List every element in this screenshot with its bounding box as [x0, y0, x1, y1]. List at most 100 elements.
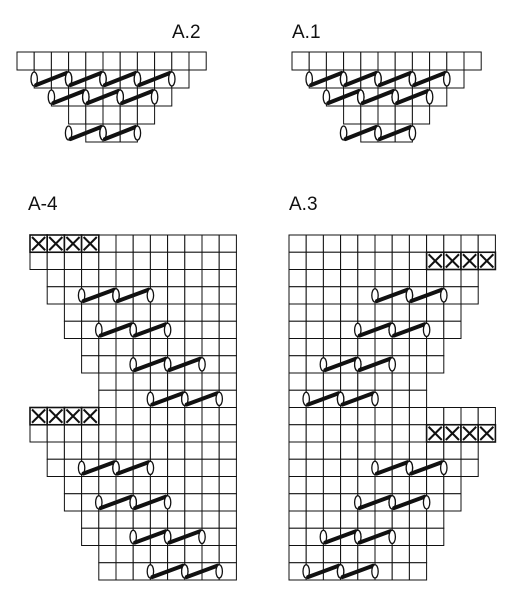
grid-cell	[46, 458, 65, 477]
grid-cell	[119, 105, 138, 125]
grid-cell	[322, 372, 342, 391]
grid-cell	[201, 234, 220, 253]
grid-cell	[443, 303, 462, 322]
cable-stroke	[343, 71, 378, 87]
grid-cell	[408, 510, 428, 529]
grid-cell	[391, 303, 410, 322]
grid-cell	[102, 51, 121, 71]
grid-cell	[149, 476, 169, 495]
grid-cell	[218, 493, 237, 512]
grid-cell	[340, 338, 359, 357]
grid-cell	[443, 320, 462, 339]
grid-cell	[426, 303, 445, 322]
grid-cell	[411, 51, 431, 71]
grid-cell	[132, 269, 151, 288]
grid-cell	[218, 234, 237, 253]
grid-cell	[132, 545, 151, 564]
cable-stroke	[81, 287, 116, 303]
grid-cell	[98, 303, 117, 322]
grid-cell	[374, 303, 393, 322]
grid-cell	[81, 510, 100, 529]
cable-stroke	[116, 287, 151, 303]
grid-cell	[391, 372, 410, 391]
chart-label-a3: A.3	[289, 194, 318, 215]
cable-stroke	[85, 89, 121, 105]
grid-cell	[391, 510, 410, 529]
grid-cell	[29, 251, 48, 270]
chart-a4	[29, 234, 237, 581]
grid-cell	[322, 476, 342, 495]
cable-stroke	[357, 356, 393, 372]
grid-cell	[149, 510, 169, 529]
grid-cell	[288, 545, 307, 564]
grid-cell	[374, 510, 393, 529]
cable-oval	[180, 391, 189, 407]
grid-cell	[115, 303, 134, 322]
x-marker-stroke	[427, 253, 443, 269]
grid-cell	[184, 303, 203, 322]
grid-cell	[394, 51, 413, 71]
cable-stroke	[137, 71, 172, 87]
cable-stroke	[375, 460, 410, 476]
grid-cell	[184, 338, 203, 357]
grid-cell	[81, 355, 100, 374]
grid-cell	[149, 338, 169, 357]
grid-cell	[322, 407, 342, 426]
grid-cell	[46, 286, 65, 305]
cable-oval	[133, 125, 142, 141]
grid-cell	[81, 269, 100, 288]
grid-cell	[98, 389, 117, 408]
grid-cell	[98, 338, 117, 357]
grid-cell	[308, 51, 327, 71]
cable-stroke	[357, 494, 393, 510]
x-marker-stroke	[48, 408, 64, 424]
cable-oval	[322, 89, 331, 105]
grid-cell	[132, 303, 151, 322]
cable-stroke	[392, 322, 427, 338]
grid-cell	[305, 424, 324, 443]
grid-cell	[340, 441, 359, 460]
grid-cell	[218, 441, 237, 460]
x-marker-stroke	[65, 408, 81, 424]
cable-oval	[319, 529, 328, 545]
grid-cell	[460, 458, 479, 477]
chart-a2	[16, 51, 207, 143]
cable-oval	[439, 460, 448, 476]
cable-stroke	[184, 391, 220, 407]
grid-cell	[426, 355, 445, 374]
grid-cell	[46, 424, 65, 443]
grid-cell	[360, 51, 379, 71]
x-marker-stroke	[65, 236, 81, 251]
grid-cell	[33, 51, 52, 71]
cable-stroke	[323, 356, 358, 372]
grid-cell	[288, 286, 307, 305]
grid-cell	[443, 493, 462, 512]
grid-cell	[218, 251, 237, 270]
grid-cell	[377, 105, 396, 125]
grid-cell	[374, 476, 393, 495]
grid-cell	[305, 510, 324, 529]
cable-oval	[47, 89, 56, 105]
grid-cell	[408, 338, 428, 357]
grid-cell	[184, 441, 203, 460]
cable-stroke	[378, 125, 413, 141]
grid-cell	[29, 424, 48, 443]
grid-cell	[98, 545, 117, 564]
grid-cell	[115, 424, 134, 443]
grid-cell	[426, 510, 445, 529]
cable-oval	[94, 322, 103, 338]
x-marker-stroke	[48, 236, 64, 251]
cable-oval	[305, 71, 314, 87]
cable-oval	[388, 357, 397, 372]
cable-stroke	[392, 494, 427, 510]
grid-cell	[374, 424, 393, 443]
grid-cell	[357, 510, 376, 529]
grid-cell	[288, 493, 307, 512]
grid-cell	[201, 424, 220, 443]
grid-cell	[218, 320, 237, 339]
grid-cell	[85, 105, 104, 125]
grid-cell	[167, 338, 186, 357]
grid-cell	[167, 424, 186, 443]
grid-cell	[184, 458, 203, 477]
x-marker-stroke	[31, 236, 46, 251]
